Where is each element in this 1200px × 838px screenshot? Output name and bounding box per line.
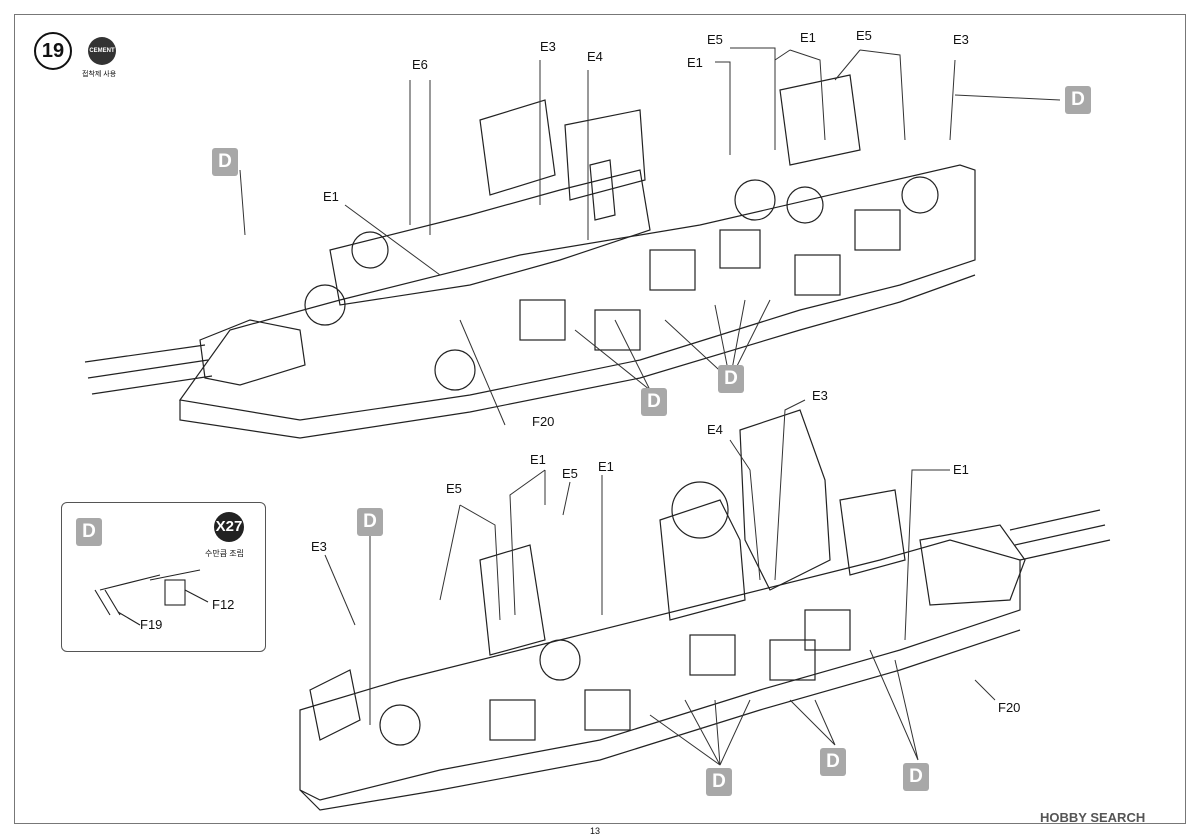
- d-badge: D: [718, 365, 744, 393]
- part-label-f19: F19: [140, 617, 163, 632]
- cement-icon: CEMENT: [88, 37, 116, 65]
- page-number: 13: [590, 826, 601, 836]
- d-badge: D: [903, 763, 929, 791]
- inset-box: [61, 502, 266, 652]
- part-label-e5: E5: [856, 28, 872, 43]
- part-label-e6: E6: [412, 57, 428, 72]
- part-label-e5: E5: [562, 466, 578, 481]
- d-badge: D: [820, 748, 846, 776]
- part-label-f12: F12: [212, 597, 235, 612]
- part-label-e1: E1: [953, 462, 969, 477]
- part-label-e5: E5: [707, 32, 723, 47]
- part-label-e3: E3: [953, 32, 969, 47]
- step-number: 19: [34, 32, 72, 70]
- cement-note: 접착제 사용: [82, 71, 117, 78]
- part-label-e4: E4: [587, 49, 603, 64]
- d-badge: D: [641, 388, 667, 416]
- part-label-e1: E1: [530, 452, 546, 467]
- part-label-f20: F20: [532, 414, 555, 429]
- d-badge: D: [357, 508, 383, 536]
- d-badge: D: [706, 768, 732, 796]
- part-label-e3: E3: [812, 388, 828, 403]
- part-label-e3: E3: [540, 39, 556, 54]
- part-label-f20: F20: [998, 700, 1021, 715]
- assembly-count-badge: X27: [214, 512, 244, 542]
- part-label-e1: E1: [323, 189, 339, 204]
- part-label-e4: E4: [707, 422, 723, 437]
- assembly-count-note: 수만큼 조립: [205, 549, 245, 558]
- inset-d-badge: D: [76, 518, 102, 546]
- part-label-e3: E3: [311, 539, 327, 554]
- part-label-e1: E1: [598, 459, 614, 474]
- watermark: HOBBY SEARCH: [1040, 810, 1146, 825]
- part-label-e1: E1: [800, 30, 816, 45]
- d-badge: D: [212, 148, 238, 176]
- d-badge: D: [1065, 86, 1091, 114]
- part-label-e5: E5: [446, 481, 462, 496]
- part-label-e1: E1: [687, 55, 703, 70]
- page-frame: [14, 14, 1186, 824]
